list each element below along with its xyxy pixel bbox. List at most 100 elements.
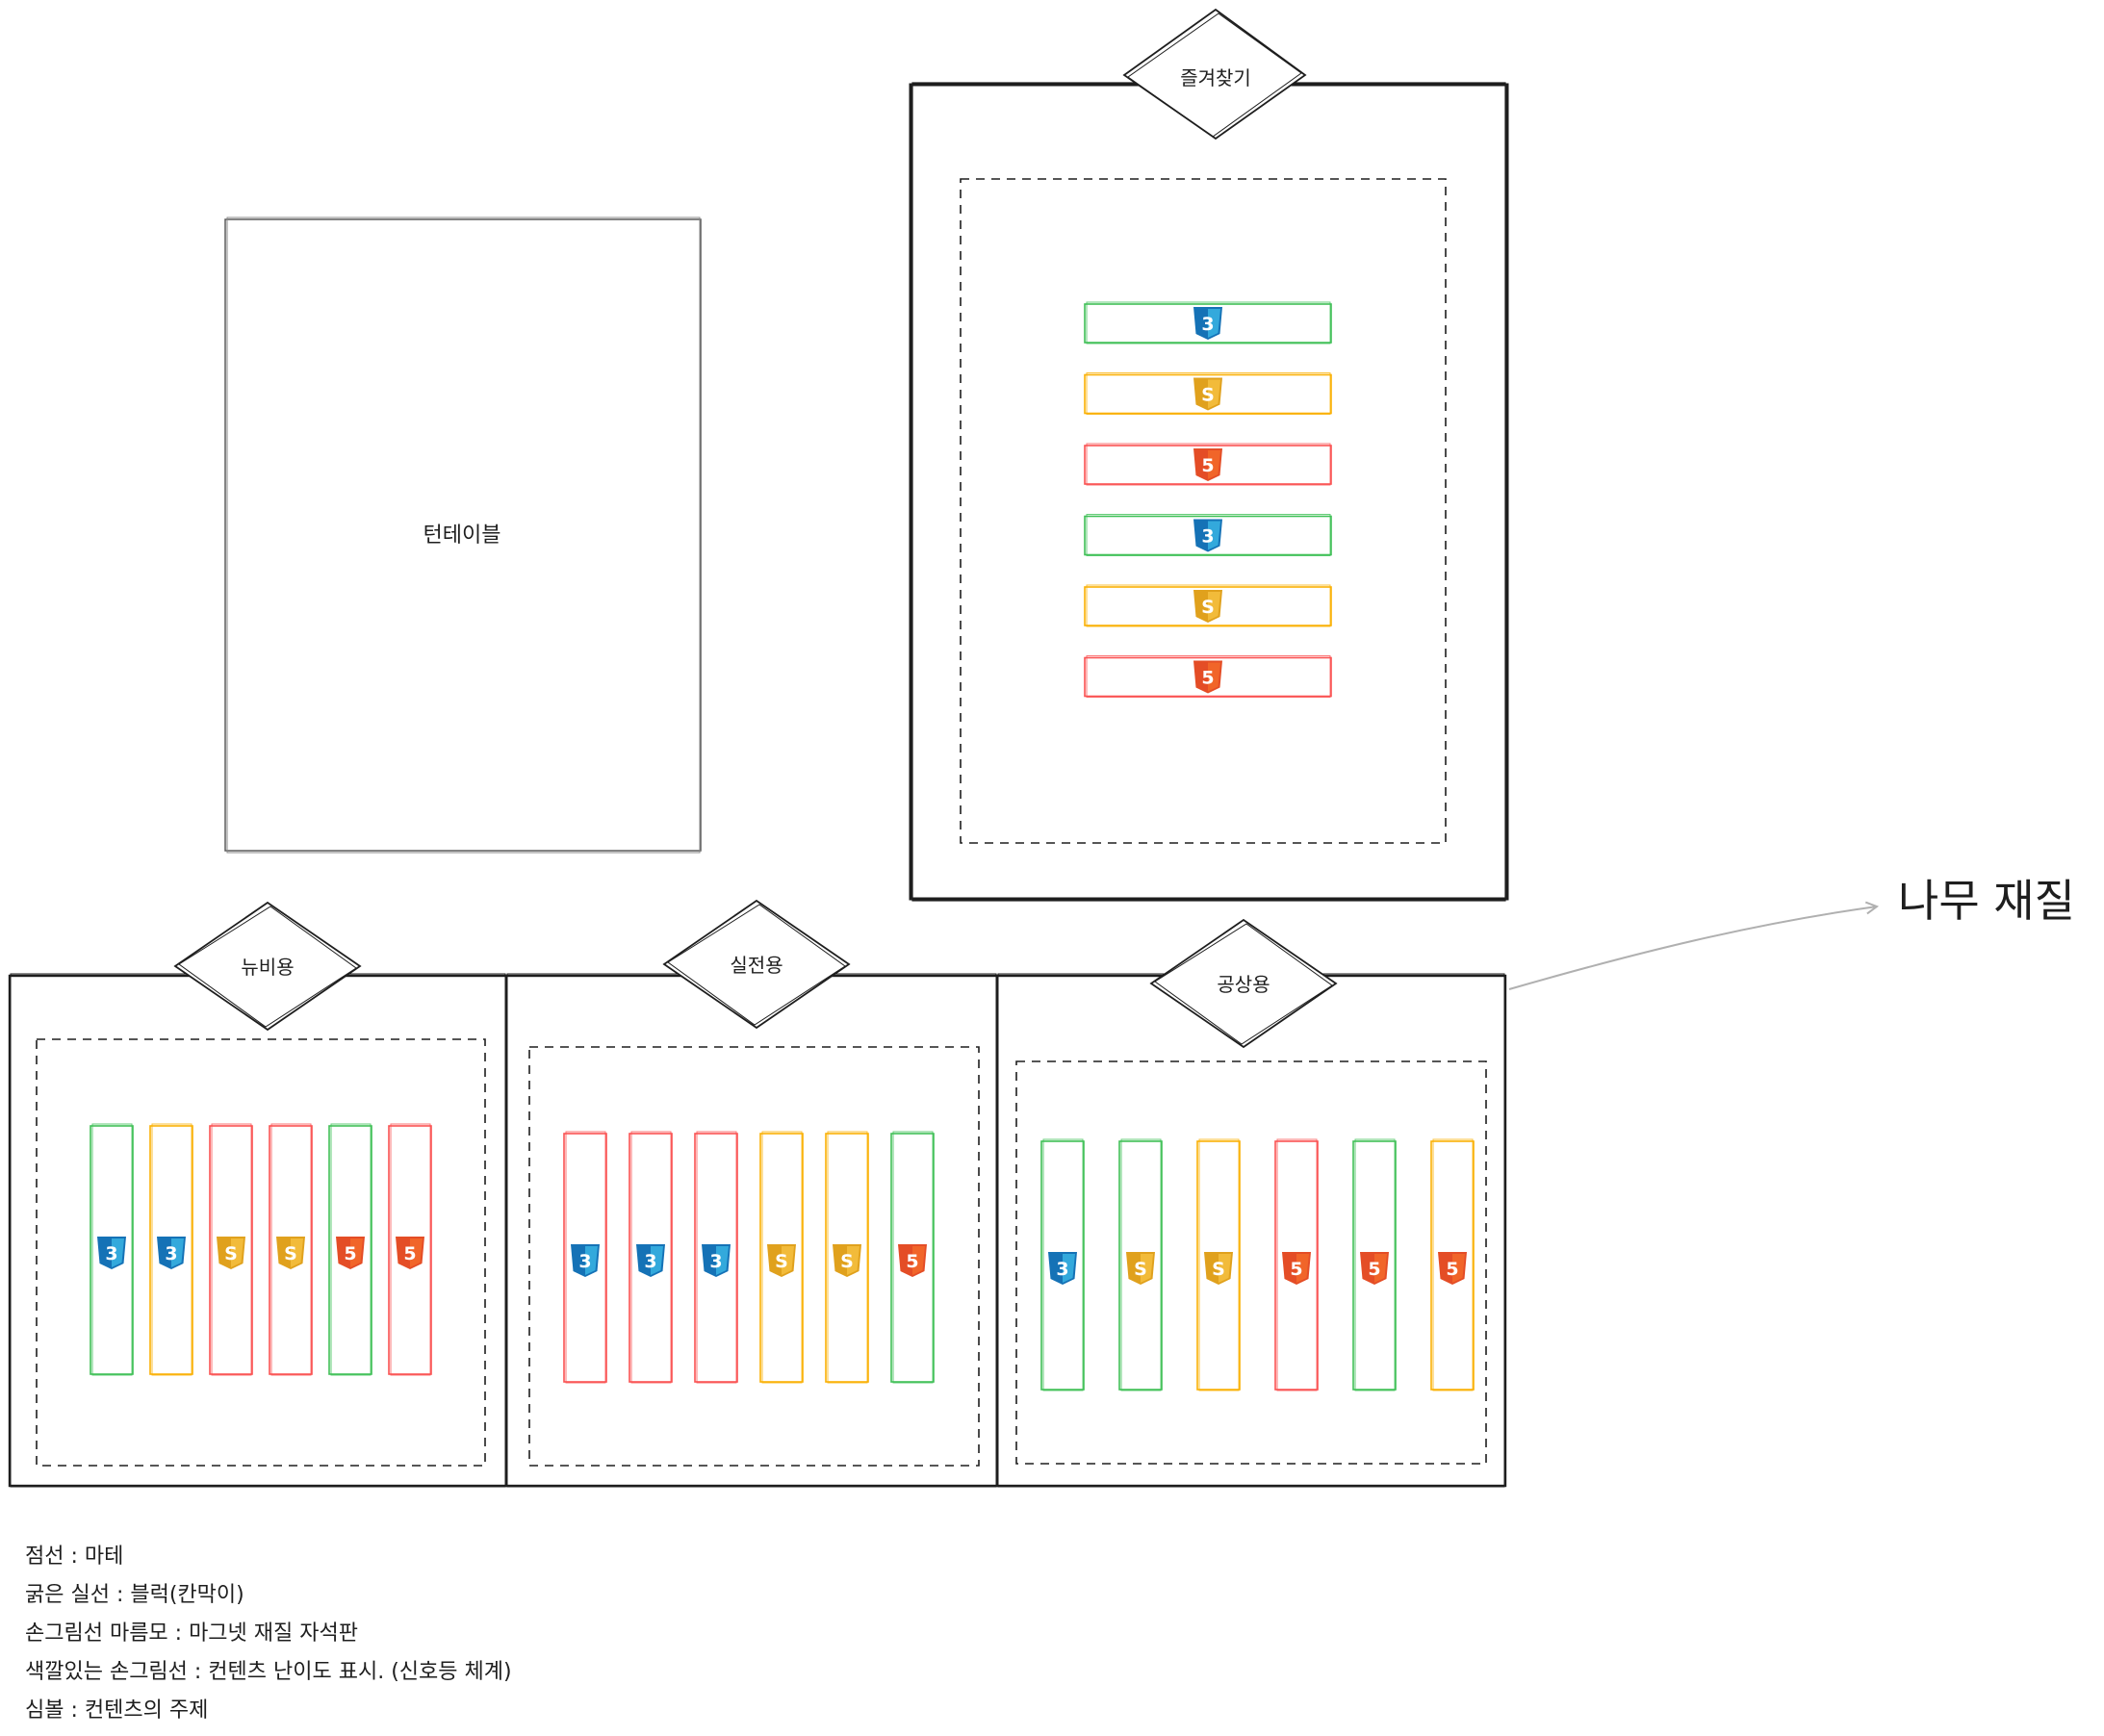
css3-icon: 3	[157, 1237, 186, 1269]
legend-item: 색깔있는 손그림선 : 컨텐츠 난이도 표시. (신호등 체계)	[25, 1660, 512, 1684]
svg-text:S: S	[775, 1251, 788, 1272]
svg-text:S: S	[224, 1243, 238, 1264]
svg-text:3: 3	[165, 1243, 177, 1264]
shelf-block: 3 3 S S 5 5 뉴비용	[8, 901, 508, 1488]
book-spine: 5	[1274, 1138, 1319, 1391]
sass-icon: S	[767, 1244, 796, 1277]
shelf-mat	[1015, 1060, 1487, 1465]
book-spine: S	[269, 1123, 313, 1376]
html5-icon: 5	[1193, 660, 1222, 694]
legend-item: 점선 : 마테	[25, 1545, 124, 1569]
shelf-magnet: 실전용	[662, 899, 851, 1030]
shelf-magnet: 공상용	[1149, 918, 1338, 1049]
sass-icon: S	[1126, 1252, 1155, 1285]
book-spine: S	[1196, 1138, 1241, 1391]
css3-icon: 3	[1193, 307, 1222, 340]
sass-icon: S	[217, 1237, 245, 1269]
book-spine: 5	[388, 1123, 432, 1376]
html5-icon: 5	[1193, 448, 1222, 481]
turntable-label: 턴테이블	[423, 523, 501, 548]
legend-item: 굵은 실선 : 블럭(칸막이)	[25, 1583, 244, 1607]
favorite-row: 5	[1084, 443, 1332, 486]
shelf-block: 3 S S 5 5 5 공상용	[995, 918, 1507, 1488]
favorites-magnet: 즐겨찾기	[1122, 8, 1307, 140]
book-spine: 3	[1040, 1138, 1085, 1391]
svg-text:S: S	[284, 1243, 297, 1264]
svg-text:5: 5	[1201, 668, 1214, 689]
svg-text:3: 3	[644, 1251, 656, 1272]
book-spine: S	[209, 1123, 253, 1376]
book-spine: 3	[149, 1123, 193, 1376]
turntable-block: 턴테이블	[224, 217, 702, 854]
favorite-row: 3	[1084, 301, 1332, 345]
shelf-mat	[528, 1046, 980, 1467]
book-spine: 5	[1352, 1138, 1397, 1391]
svg-text:5: 5	[403, 1243, 416, 1264]
legend: 점선 : 마테 굵은 실선 : 블럭(칸막이) 손그림선 마름모 : 마그넷 재…	[25, 1538, 699, 1730]
sass-icon: S	[276, 1237, 305, 1269]
svg-text:S: S	[1134, 1259, 1147, 1280]
favorite-row: 5	[1084, 655, 1332, 698]
book-spine: 5	[1430, 1138, 1475, 1391]
book-spine: 3	[694, 1131, 738, 1384]
book-spine: 3	[90, 1123, 134, 1376]
svg-text:3: 3	[578, 1251, 591, 1272]
svg-text:S: S	[1201, 385, 1215, 406]
shelf-label: 실전용	[730, 954, 783, 977]
css3-icon: 3	[97, 1237, 126, 1269]
favorites-mat	[960, 178, 1447, 844]
html5-icon: 5	[1438, 1252, 1467, 1285]
svg-text:5: 5	[1446, 1259, 1458, 1280]
sass-icon: S	[1193, 377, 1222, 411]
favorite-row: 3	[1084, 514, 1332, 556]
svg-text:3: 3	[1201, 526, 1214, 548]
book-spine: 3	[629, 1131, 673, 1384]
book-spine: S	[1118, 1138, 1163, 1391]
svg-text:3: 3	[1056, 1259, 1068, 1280]
sass-icon: S	[1204, 1252, 1233, 1285]
favorite-row: S	[1084, 584, 1332, 627]
svg-text:3: 3	[709, 1251, 722, 1272]
favorite-row: S	[1084, 372, 1332, 415]
svg-text:S: S	[1201, 597, 1215, 618]
css3-icon: 3	[1193, 519, 1222, 552]
sass-icon: S	[1193, 590, 1222, 623]
shelf-block: 3 3 3 S S 5 실전용	[504, 899, 999, 1488]
svg-text:S: S	[840, 1251, 854, 1272]
svg-text:5: 5	[344, 1243, 356, 1264]
favorites-label: 즐겨찾기	[1180, 66, 1251, 89]
css3-icon: 3	[636, 1244, 665, 1277]
html5-icon: 5	[396, 1237, 424, 1269]
svg-text:5: 5	[1201, 455, 1214, 476]
shelf-label: 뉴비용	[241, 956, 294, 979]
legend-item: 손그림선 마름모 : 마그넷 재질 자석판	[25, 1621, 358, 1646]
html5-icon: 5	[1282, 1252, 1311, 1285]
css3-icon: 3	[1048, 1252, 1077, 1285]
svg-text:S: S	[1212, 1259, 1225, 1280]
html5-icon: 5	[1360, 1252, 1389, 1285]
svg-text:3: 3	[105, 1243, 117, 1264]
svg-text:5: 5	[1290, 1259, 1302, 1280]
css3-icon: 3	[571, 1244, 600, 1277]
material-arrow	[1508, 906, 1877, 990]
css3-icon: 3	[702, 1244, 731, 1277]
book-spine: 5	[328, 1123, 372, 1376]
book-spine: 5	[890, 1131, 935, 1384]
book-spine: 3	[563, 1131, 607, 1384]
svg-text:3: 3	[1201, 314, 1214, 335]
book-spine: S	[759, 1131, 804, 1384]
shelf-magnet: 뉴비용	[173, 901, 362, 1032]
svg-text:5: 5	[906, 1251, 918, 1272]
legend-item: 심볼 : 컨텐츠의 주제	[25, 1698, 209, 1723]
html5-icon: 5	[898, 1244, 927, 1277]
shelf-label: 공상용	[1217, 973, 1270, 996]
material-label: 나무 재질	[1898, 875, 2075, 927]
book-spine: S	[825, 1131, 869, 1384]
svg-text:5: 5	[1368, 1259, 1380, 1280]
html5-icon: 5	[336, 1237, 365, 1269]
sass-icon: S	[833, 1244, 861, 1277]
shelf-mat	[36, 1038, 486, 1467]
